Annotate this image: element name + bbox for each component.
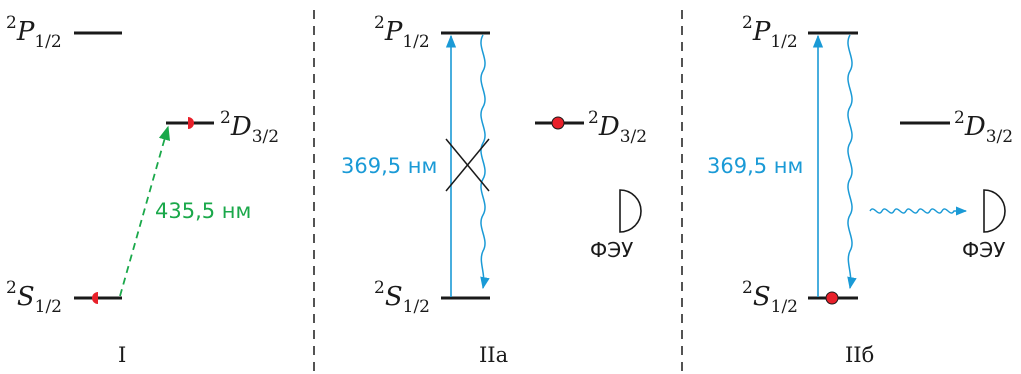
detector-icon [619,189,642,233]
wavelength-label: 369,5 нм [707,154,803,178]
ion-dot [551,116,565,130]
level-S-label: 2S1/2 [742,278,798,317]
blocked-cross [445,138,490,192]
level-P-label: 2P1/2 [742,13,798,52]
ion-half-dot [92,292,98,304]
ion-half-dot [188,117,194,129]
emitted-photon-wave [869,206,968,216]
detector-label: ФЭУ [590,238,633,262]
transition-arrow-green [119,125,170,297]
detector-label: ФЭУ [962,238,1005,262]
level-P-label: 2P1/2 [6,13,62,52]
detector-icon [983,189,1006,233]
level-S-label: 2S1/2 [374,278,430,317]
panel-label-IIb: IIб [845,343,874,367]
panel-IIa: 2P1/2 2S1/2 2D3/2 369,5 нм ФЭУ IIa [341,13,647,367]
panel-label-IIa: IIa [479,343,508,367]
fluorescence-wave [847,34,857,290]
fluorescence-wave [480,34,490,290]
panel-label-I: I [118,343,126,367]
level-S-label: 2S1/2 [6,278,62,317]
wavelength-label: 369,5 нм [341,154,437,178]
ion-dot [825,291,839,305]
panel-IIb: 2P1/2 2S1/2 2D3/2 369,5 нм ФЭУ IIб [707,13,1013,367]
level-D-label: 2D3/2 [220,108,279,147]
panel-I: 2P1/2 2D3/2 2S1/2 435,5 нм I [6,13,279,367]
level-D-label: 2D3/2 [954,108,1013,147]
level-P-label: 2P1/2 [374,13,430,52]
transition-label-green: 435,5 нм [155,199,251,223]
level-D-label: 2D3/2 [588,108,647,147]
